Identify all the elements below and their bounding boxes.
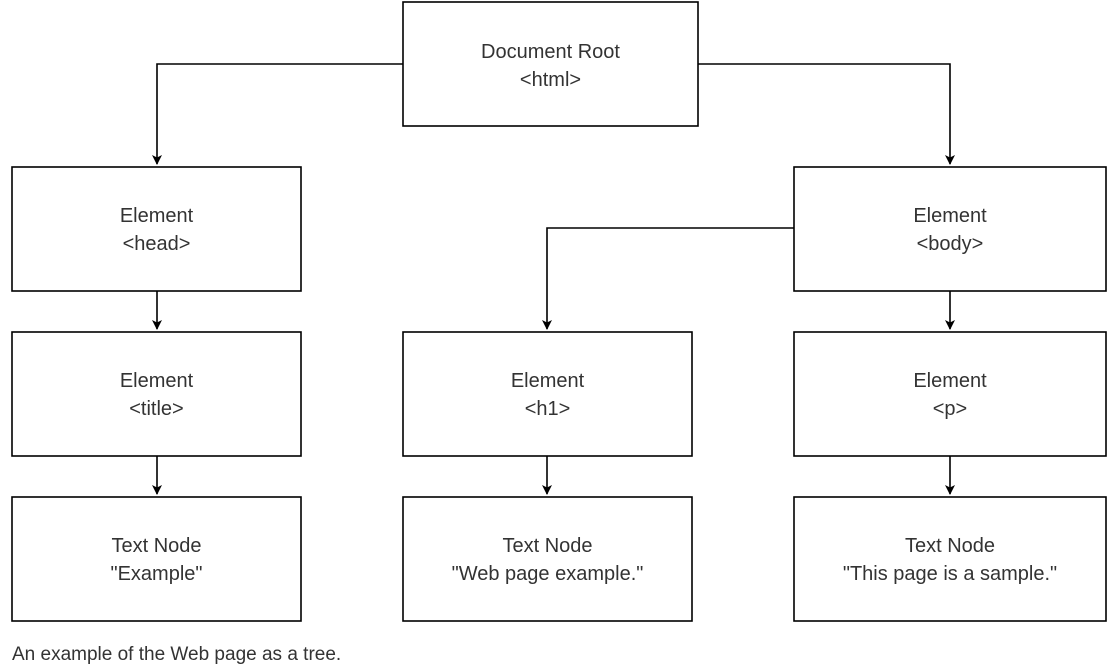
node-box: [793, 496, 1107, 622]
edge-root-to-head: [152, 63, 403, 165]
connectors: [152, 63, 955, 495]
node-box: [793, 166, 1107, 292]
node-element-body: Element <body>: [793, 166, 1107, 292]
node-element-head: Element <head>: [11, 166, 302, 292]
edge-body-to-h1: [542, 227, 794, 330]
node-box: [11, 331, 302, 457]
node-tag-label: <p>: [933, 398, 967, 420]
node-value-label: "Web page example.": [452, 563, 644, 585]
node-value-label: "Example": [110, 563, 202, 585]
node-box: [11, 166, 302, 292]
node-tag-label: <body>: [917, 233, 984, 255]
node-box: [402, 496, 693, 622]
node-box: [793, 331, 1107, 457]
node-value-label: "This page is a sample.": [843, 563, 1057, 585]
edge-root-to-body: [698, 63, 955, 165]
node-box: [402, 1, 699, 127]
node-box: [11, 496, 302, 622]
figure-caption: An example of the Web page as a tree.: [12, 644, 342, 665]
node-type-label: Document Root: [481, 41, 620, 63]
node-tag-label: <html>: [520, 69, 581, 91]
node-tag-label: <h1>: [525, 398, 571, 420]
node-tag-label: <title>: [129, 398, 183, 420]
node-element-title: Element <title>: [11, 331, 302, 457]
node-text-p: Text Node "This page is a sample.": [793, 496, 1107, 622]
node-element-p: Element <p>: [793, 331, 1107, 457]
node-text-h1: Text Node "Web page example.": [402, 496, 693, 622]
node-document-root: Document Root <html>: [402, 1, 699, 127]
node-tag-label: <head>: [123, 233, 191, 255]
node-type-label: Text Node: [111, 535, 201, 557]
node-type-label: Text Node: [502, 535, 592, 557]
node-type-label: Element: [120, 370, 194, 392]
node-text-title: Text Node "Example": [11, 496, 302, 622]
node-element-h1: Element <h1>: [402, 331, 693, 457]
node-type-label: Element: [913, 205, 987, 227]
node-type-label: Element: [511, 370, 585, 392]
node-type-label: Element: [120, 205, 194, 227]
node-box: [402, 331, 693, 457]
node-type-label: Text Node: [905, 535, 995, 557]
node-type-label: Element: [913, 370, 987, 392]
